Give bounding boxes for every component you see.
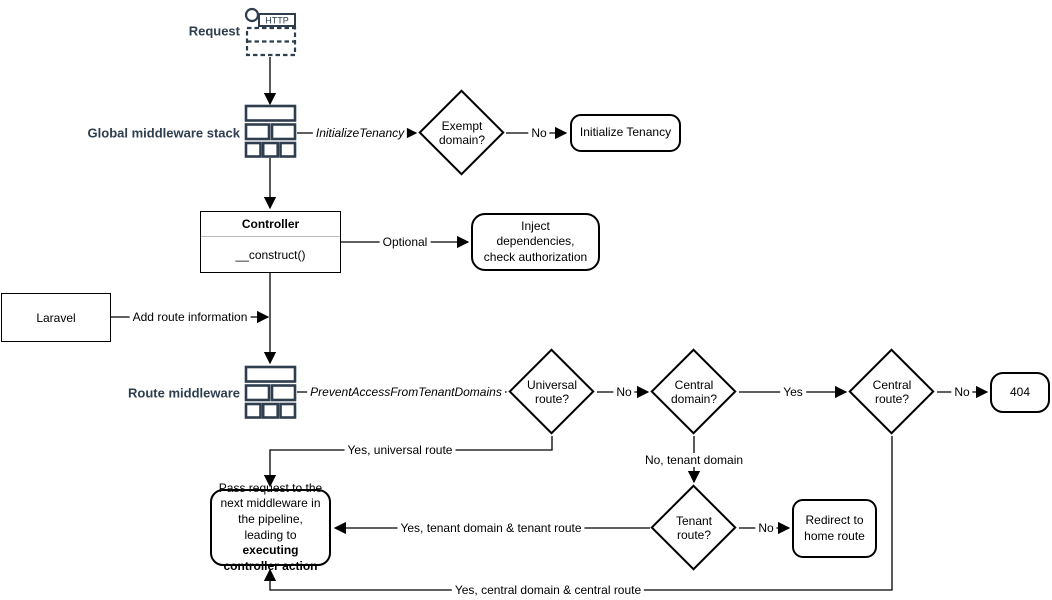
pass-request-bold-text: executing controller action xyxy=(223,543,318,573)
global-middleware-stack-icon xyxy=(244,104,297,159)
edge-label-yes-central-domain-route: Yes, central domain & central route xyxy=(451,583,645,597)
inject-dependencies-box: Inject dependencies, check authorization xyxy=(471,213,600,271)
not-found-404-box: 404 xyxy=(990,372,1050,413)
edge-label-exempt-no: No xyxy=(528,126,550,140)
controller-title: Controller xyxy=(201,212,340,237)
central-route-decision: Central route? xyxy=(848,348,935,435)
middleware-stack-icon-svg xyxy=(244,365,297,419)
edge-label-optional: Optional xyxy=(379,235,431,249)
middleware-stack-icon-svg xyxy=(244,104,297,158)
request-circle-glyph xyxy=(244,7,260,23)
tenant-route-text: Tenant route? xyxy=(675,513,713,542)
edge-label-central-domain-yes: Yes xyxy=(780,385,806,399)
edge-label-add-route-information: Add route information xyxy=(129,310,251,324)
http-request-icon: HTTP xyxy=(244,7,297,57)
request-label: Request xyxy=(188,23,240,39)
laravel-box: Laravel xyxy=(1,293,111,342)
pass-request-text: Pass request to the next middleware in t… xyxy=(218,480,323,542)
central-route-text: Central route? xyxy=(872,377,912,406)
http-box xyxy=(258,13,296,27)
central-domain-decision: Central domain? xyxy=(650,348,737,435)
initialize-tenancy-box: Initialize Tenancy xyxy=(570,114,681,152)
route-middleware-icon xyxy=(244,365,297,420)
redirect-home-route-box: Redirect to home route xyxy=(792,499,877,558)
http-box-text: HTTP xyxy=(265,16,289,26)
edge-label-initialize-tenancy: InitializeTenancy xyxy=(312,126,408,140)
controller-box: Controller __construct() xyxy=(200,211,341,273)
edge-label-yes-tenant-domain-route: Yes, tenant domain & tenant route xyxy=(397,521,585,535)
edge-label-tenant-route-no: No xyxy=(755,521,777,535)
global-middleware-stack-label: Global middleware stack xyxy=(87,125,240,141)
edge-label-prevent-access: PreventAccessFromTenantDomains xyxy=(307,385,505,399)
controller-construct-method: __construct() xyxy=(235,247,306,262)
edge-label-yes-universal-route: Yes, universal route xyxy=(344,443,456,457)
exempt-domain-text: Exempt domain? xyxy=(438,118,486,147)
edge-label-central-route-no: No xyxy=(951,385,973,399)
tenant-route-decision: Tenant route? xyxy=(650,484,737,571)
universal-route-decision: Universal route? xyxy=(508,348,595,435)
http-request-icon-svg: HTTP xyxy=(244,7,297,57)
pass-request-box: Pass request to the next middleware in t… xyxy=(210,481,331,573)
universal-route-text: Universal route? xyxy=(526,377,577,406)
route-middleware-label: Route middleware xyxy=(128,385,240,401)
exempt-domain-decision: Exempt domain? xyxy=(418,89,505,176)
central-domain-text: Central domain? xyxy=(670,377,718,406)
edge-label-universal-no: No xyxy=(613,385,635,399)
edge-label-no-tenant-domain: No, tenant domain xyxy=(641,453,747,467)
pass-request-text-wrap: Pass request to the next middleware in t… xyxy=(218,481,323,575)
